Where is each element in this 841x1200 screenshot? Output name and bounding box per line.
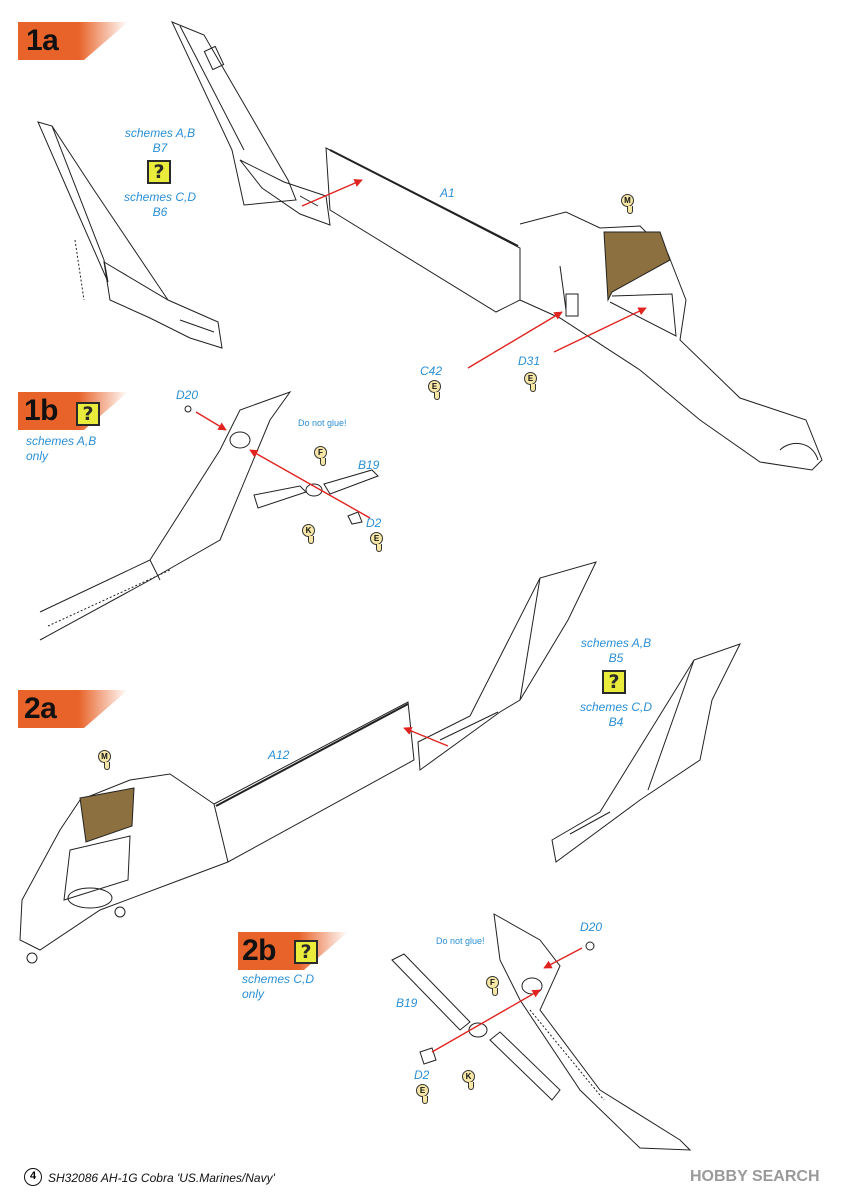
- fin-b6-drawing: [37, 121, 223, 349]
- part-label-d2: D2: [414, 1068, 430, 1082]
- step-1b-scheme-note: schemes A,B: [26, 434, 97, 448]
- part-label-c42: C42: [420, 364, 443, 378]
- paint-marker-e: E: [428, 380, 441, 400]
- fin1-top-scheme: schemes A,B: [124, 126, 196, 140]
- do-not-glue-note: Do not glue!: [298, 418, 347, 428]
- fin2-bottom-part: B4: [608, 715, 624, 729]
- paint-marker-k: K: [462, 1070, 475, 1090]
- fuselage-a1-drawing: [325, 147, 823, 471]
- help-icon: ?: [602, 670, 626, 694]
- fin2-top-part: B5: [608, 651, 624, 665]
- part-label-d2: D2: [366, 516, 382, 530]
- fin-b7-drawing: [171, 21, 331, 226]
- part-label-d31: D31: [518, 354, 541, 368]
- fin2-top-scheme: schemes A,B: [580, 636, 652, 650]
- page-number: 4: [24, 1168, 42, 1186]
- fin-b5-drawing: [417, 561, 597, 771]
- step-1b-number: 1b: [24, 394, 59, 427]
- fin1-bottom-scheme: schemes C,D: [123, 190, 197, 204]
- step-2b-scheme-note: schemes C,D: [242, 972, 315, 986]
- part-label-b19: B19: [396, 996, 418, 1010]
- watermark-logo: HOBBY SEARCH: [690, 1168, 820, 1185]
- help-icon: ?: [147, 160, 171, 184]
- paint-marker-k: K: [302, 524, 315, 544]
- help-icon: ?: [76, 402, 100, 426]
- part-label-a1: A1: [440, 186, 455, 200]
- paint-marker-m: M: [98, 750, 111, 770]
- help-icon: ?: [294, 940, 318, 964]
- tail-rotor-2b-drawing: [391, 913, 692, 1151]
- fin1-top-part: B7: [152, 141, 168, 155]
- paint-marker-e: E: [416, 1084, 429, 1104]
- fin-b4-drawing: [551, 643, 741, 863]
- paint-marker-m: M: [621, 194, 634, 214]
- step-2b-scheme-note-only: only: [242, 987, 265, 1001]
- paint-marker-e: E: [370, 532, 383, 552]
- tail-rotor-1b-drawing: [39, 390, 379, 641]
- step-1b-scheme-note-only: only: [26, 449, 49, 463]
- do-not-glue-note: Do not glue!: [436, 936, 485, 946]
- paint-marker-e: E: [524, 372, 537, 392]
- step-2b-number: 2b: [242, 934, 277, 967]
- placement-arrows: [195, 179, 647, 1053]
- step-2a-number: 2a: [24, 692, 57, 725]
- part-label-d20: D20: [176, 388, 199, 402]
- fuselage-a12-drawing: [19, 701, 415, 964]
- kit-title: SH32086 AH-1G Cobra 'US.Marines/Navy': [48, 1171, 275, 1185]
- part-label-a12: A12: [268, 748, 290, 762]
- fin1-bottom-part: B6: [152, 205, 168, 219]
- part-label-b19: B19: [358, 458, 380, 472]
- paint-marker-f: F: [314, 446, 327, 466]
- part-label-d20: D20: [580, 920, 603, 934]
- step-1a-number: 1a: [26, 24, 59, 57]
- fin2-bottom-scheme: schemes C,D: [579, 700, 653, 714]
- paint-marker-f: F: [486, 976, 499, 996]
